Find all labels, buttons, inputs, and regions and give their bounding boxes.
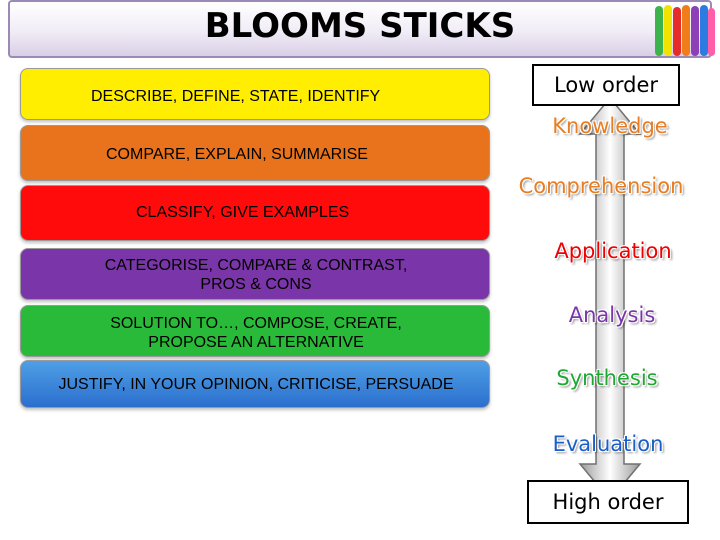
stick-knowledge: DESCRIBE, DEFINE, STATE, IDENTIFY — [20, 68, 490, 120]
page-title: BLOOMS STICKS — [204, 6, 516, 46]
stick-label: CLASSIFY, GIVE EXAMPLES — [136, 204, 350, 221]
stick-synthesis: SOLUTION TO…, COMPOSE, CREATE, PROPOSE A… — [20, 305, 490, 357]
stick-label: COMPARE, EXPLAIN, SUMMARISE — [106, 146, 368, 163]
stick-evaluation: JUSTIFY, IN YOUR OPINION, CRITICISE, PER… — [20, 360, 490, 408]
stick-comprehension: COMPARE, EXPLAIN, SUMMARISE — [20, 125, 490, 181]
level-comprehension: Comprehension — [518, 174, 684, 198]
title-banner — [8, 0, 712, 58]
level-application: Application — [554, 239, 672, 263]
level-synthesis: Synthesis — [556, 366, 658, 390]
stick-label: DESCRIBE, DEFINE, STATE, IDENTIFY — [91, 88, 381, 105]
stick-analysis: CATEGORISE, COMPARE & CONTRAST, PROS & C… — [20, 248, 490, 300]
low-order-label: Low order — [532, 64, 680, 106]
level-evaluation: Evaluation — [552, 432, 664, 456]
stick-label: JUSTIFY, IN YOUR OPINION, CRITICISE, PER… — [58, 376, 454, 393]
popsicle-sticks-icon — [655, 5, 715, 56]
level-analysis: Analysis — [568, 303, 656, 327]
level-knowledge: Knowledge — [552, 114, 668, 138]
high-order-label: High order — [527, 480, 689, 524]
stick-label: CATEGORISE, COMPARE & CONTRAST, PROS & C… — [104, 257, 408, 293]
stick-label: SOLUTION TO…, COMPOSE, CREATE, PROPOSE A… — [110, 315, 402, 351]
stick-application: CLASSIFY, GIVE EXAMPLES — [20, 185, 490, 241]
